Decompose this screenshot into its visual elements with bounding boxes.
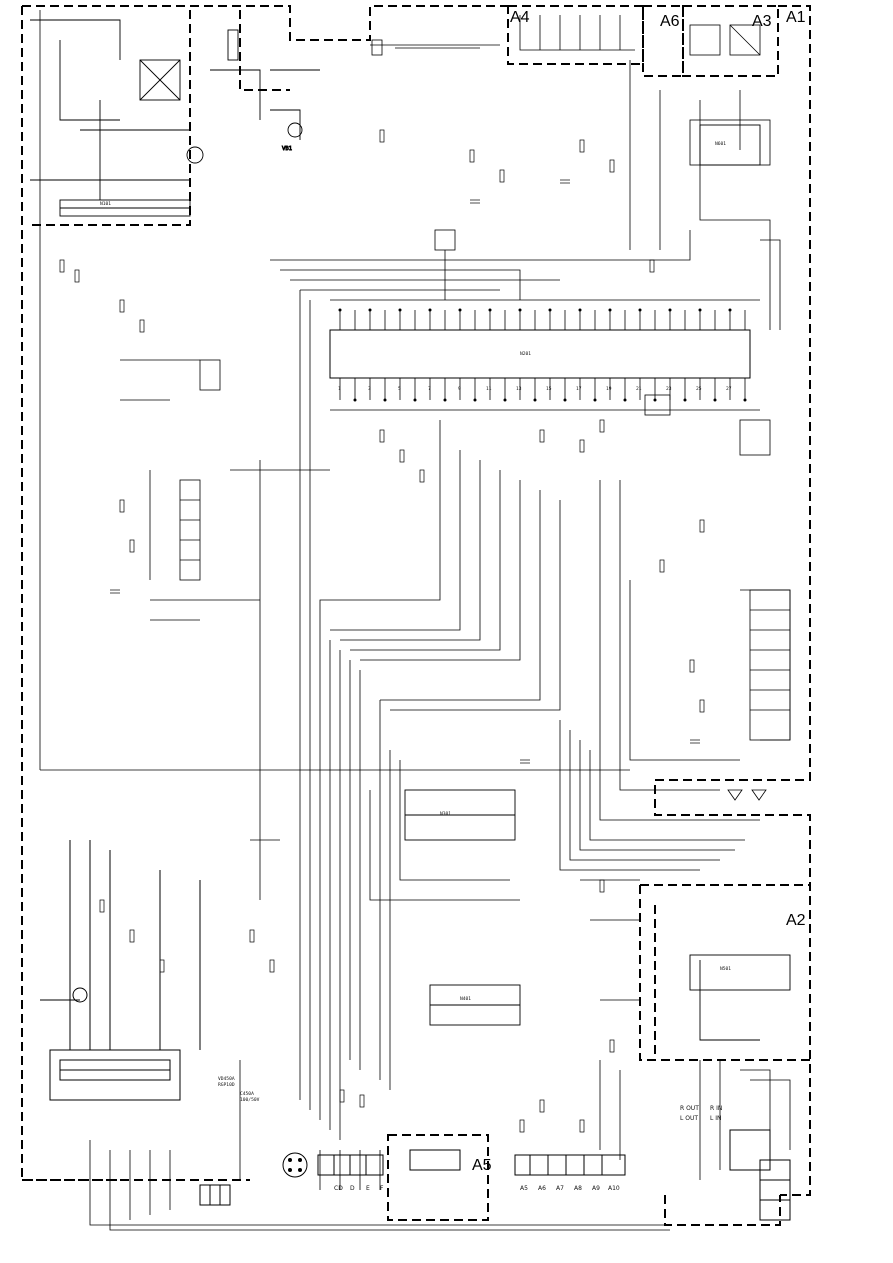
- svg-text:21: 21: [636, 386, 642, 392]
- svg-text:9: 9: [458, 386, 461, 392]
- display-module: [40, 840, 201, 1101]
- svg-text:13: 13: [516, 386, 522, 392]
- ic-label-n401: N401: [460, 996, 471, 1002]
- conn-e: E: [366, 1185, 370, 1192]
- vd-sub: RGP10D: [218, 1082, 235, 1088]
- vb1-label: VB1: [282, 146, 292, 152]
- svg-text:27: 27: [726, 386, 732, 392]
- top-right-modules: [370, 15, 771, 166]
- audio-ics: [404, 124, 791, 1041]
- svg-text:3: 3: [368, 386, 371, 392]
- conn-r-in: R IN: [710, 1105, 722, 1112]
- ic-label-n301: N301: [440, 811, 451, 817]
- conn-l-out: L OUT: [680, 1115, 698, 1122]
- conn-f: F: [380, 1185, 384, 1192]
- vd-cap2: 100/50V: [240, 1097, 260, 1103]
- ic-label-n501: N501: [720, 966, 731, 972]
- conn-cd: CD: [334, 1185, 343, 1192]
- svg-text:25: 25: [696, 386, 702, 392]
- block-label-a1: A1: [786, 9, 806, 26]
- svg-text:15: 15: [546, 386, 552, 392]
- svg-text:23: 23: [666, 386, 672, 392]
- ic-label-n101: N101: [100, 201, 111, 207]
- module-boundaries: [21, 5, 811, 1226]
- svg-text:11: 11: [486, 386, 492, 392]
- ic-label-n601: N601: [715, 141, 726, 147]
- ic-label-n201: N201: [520, 351, 531, 357]
- svg-text:1: 1: [338, 386, 341, 392]
- block-label-a2: A2: [786, 912, 806, 929]
- main-ic: [329, 299, 760, 411]
- block-label-a5: A5: [472, 1157, 492, 1174]
- passive-components: [59, 129, 705, 1133]
- block-label-a3: A3: [752, 13, 772, 30]
- main-ic-pin-labels: 1 3 5 7 9 11 13 15 17 19 21 23 25 27: [338, 386, 732, 392]
- svg-text:7: 7: [428, 386, 431, 392]
- conn-a9: A9: [592, 1185, 600, 1192]
- conn-a6: A6: [538, 1185, 546, 1192]
- block-label-a6: A6: [660, 13, 680, 30]
- svg-text:17: 17: [576, 386, 582, 392]
- middle-circuits: [120, 229, 791, 801]
- signal-bus: [39, 10, 791, 1231]
- conn-d: D: [350, 1185, 355, 1192]
- conn-a8: A8: [574, 1185, 582, 1192]
- conn-a5: A5: [520, 1185, 528, 1192]
- svg-text:5: 5: [398, 386, 401, 392]
- vd-label: VD450A: [218, 1076, 235, 1082]
- power-supply: VB1: [30, 19, 320, 217]
- conn-a7: A7: [556, 1185, 564, 1192]
- conn-a10: A10: [608, 1185, 620, 1192]
- conn-r-out: R OUT: [680, 1105, 699, 1112]
- vd-cap: C450A: [240, 1091, 254, 1097]
- conn-l-in: L IN: [710, 1115, 722, 1122]
- bottom-connectors: [199, 1129, 791, 1221]
- svg-text:19: 19: [606, 386, 612, 392]
